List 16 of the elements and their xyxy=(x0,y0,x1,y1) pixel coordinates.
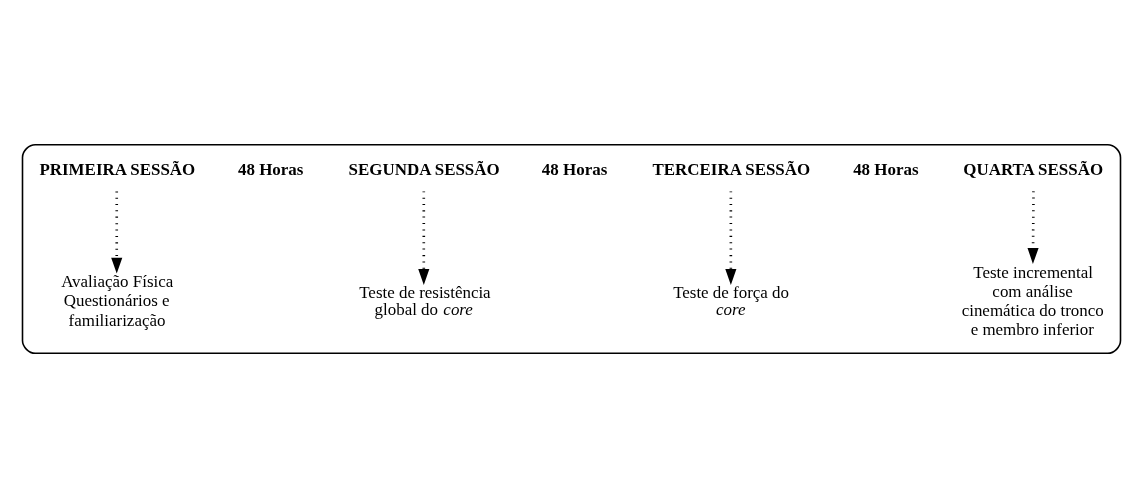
node-text: QUARTA SESSÃO xyxy=(963,159,1104,179)
arrow xyxy=(1027,190,1039,264)
arrow xyxy=(725,190,737,285)
arrow xyxy=(418,190,430,285)
node-text: TERCEIRA SESSÃO xyxy=(652,159,811,179)
node-text: SEGUNDA SESSÃO xyxy=(348,159,500,179)
node-text: Teste incremental com análise cinemática do tronco e membro inferior xyxy=(961,262,1104,339)
node-text: Avaliação Física Questionários e familiarização xyxy=(61,271,174,330)
arrow xyxy=(111,190,123,274)
node-text: Teste de resistência global do core xyxy=(359,282,491,319)
label: 48 Horas xyxy=(541,159,608,179)
cluster xyxy=(21,143,1122,354)
node-text: PRIMEIRA SESSÃO xyxy=(39,159,196,179)
label: 48 Horas xyxy=(237,159,304,179)
label: 48 Horas xyxy=(853,159,919,179)
node-text: Teste de força do core xyxy=(673,282,790,319)
